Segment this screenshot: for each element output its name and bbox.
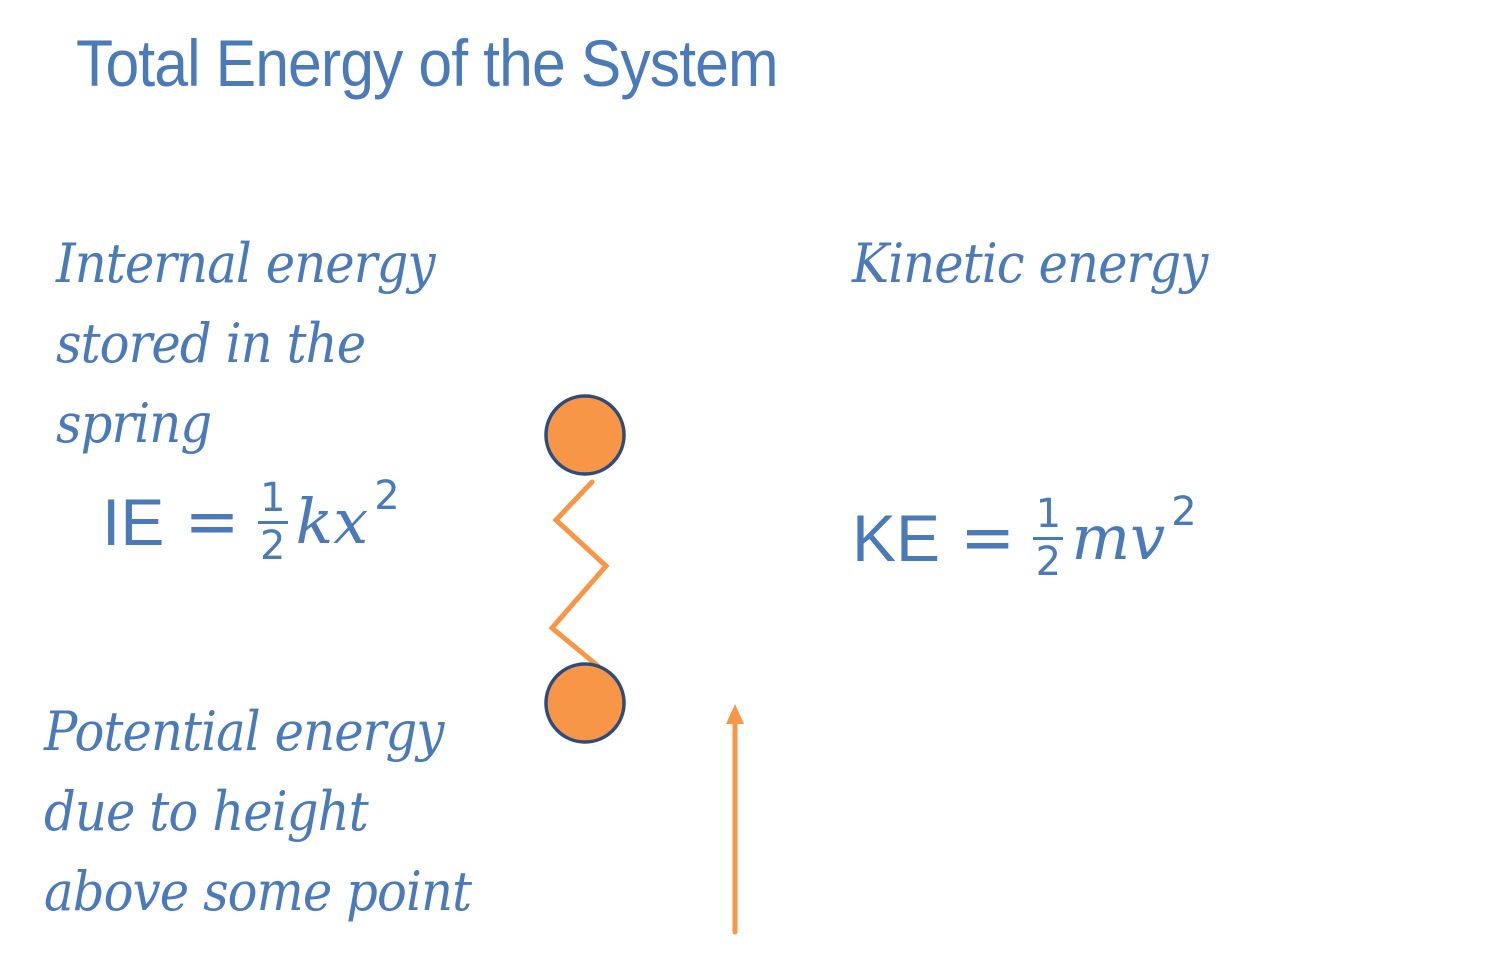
slide-title: Total Energy of the System [76,26,779,100]
fraction-denominator: 2 [1035,538,1062,585]
formula-name: KE [852,501,941,576]
formula-variables: mv [1071,501,1166,575]
fraction-bar [257,520,288,524]
formula-equals: = [960,499,1016,577]
kinetic-energy-formula: KE = 1 2 mv 2 [852,489,1197,585]
formula-exponent: 2 [374,473,400,520]
internal-energy-label-line: Internal energy [56,232,436,295]
internal-energy-label: Internal energy stored in the spring [56,224,468,464]
formula-fraction: 1 2 [257,475,288,569]
internal-energy-label-line: spring [56,392,212,455]
potential-energy-label-line: due to height [44,780,369,843]
fraction-bar [1033,536,1064,540]
formula-exponent: 2 [1171,489,1197,536]
potential-energy-label: Potential energy due to height above som… [44,692,508,932]
internal-energy-label-line: stored in the [56,312,366,375]
potential-energy-label-line: above some point [44,860,472,923]
fraction-numerator: 1 [1035,491,1062,537]
top-mass-ball [544,394,626,476]
fraction-numerator: 1 [259,475,286,521]
internal-energy-formula: IE = 1 2 kx 2 [102,473,400,569]
formula-equals: = [184,483,240,561]
kinetic-energy-label: Kinetic energy [852,224,1238,304]
kinetic-energy-label-line: Kinetic energy [852,232,1208,295]
fraction-denominator: 2 [259,522,286,569]
bottom-mass-ball [544,662,626,744]
height-arrow-head [726,704,744,724]
formula-fraction: 1 2 [1033,491,1064,585]
formula-name: IE [102,485,165,560]
spring [548,479,610,669]
potential-energy-label-line: Potential energy [44,700,444,763]
formula-variables: kx [295,485,369,559]
